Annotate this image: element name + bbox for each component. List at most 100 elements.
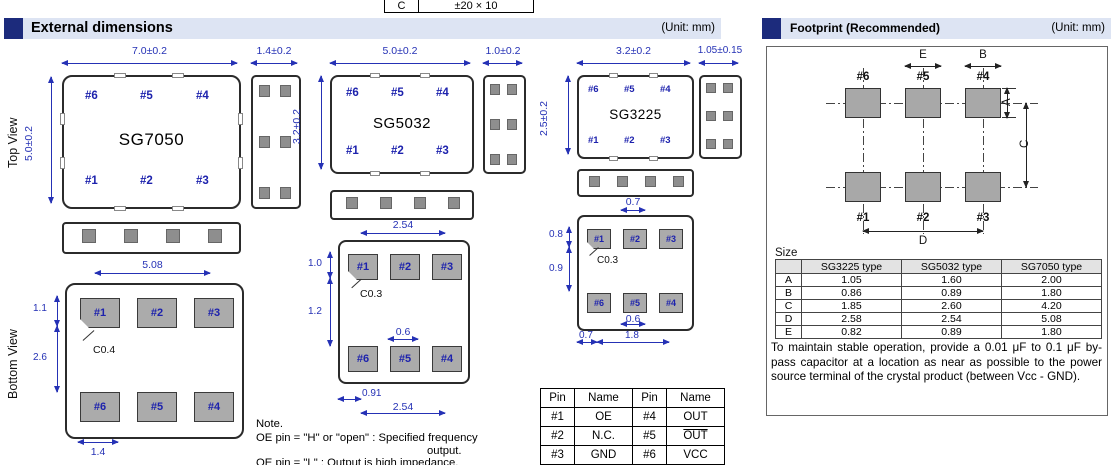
pin-label: #5 (140, 90, 153, 102)
footprint-pad (845, 172, 881, 202)
castellation-pad (706, 111, 716, 121)
castellation-pad (645, 176, 656, 187)
dimension-line (964, 63, 1002, 69)
dimension-line (566, 226, 572, 248)
value-cell: 0.89 (901, 286, 1002, 300)
sg5032-side-dim: 1.0±0.2 (485, 45, 521, 57)
center-line (863, 68, 864, 234)
dimension-line (576, 60, 691, 66)
sg3225-side-view-horizontal (577, 169, 694, 197)
solder-pad: #4 (659, 293, 683, 313)
pin-cell: #5 (632, 426, 667, 446)
table-row: C 1.85 2.60 4.20 (775, 299, 1102, 313)
castellation-pad (259, 136, 270, 148)
solder-pad: #6 (348, 346, 378, 372)
fragment-cell-value: ±20 × 10 (419, 0, 534, 13)
value-cell: 0.86 (801, 286, 902, 300)
footprint-pad (905, 172, 941, 202)
sg7050-top-view: #6 #5 #4 #1 #2 #3 SG7050 (60, 73, 243, 211)
sg7050-height-dim: 5.0±0.2 (23, 126, 35, 161)
unit-label: (Unit: mm) (1051, 22, 1105, 34)
package-name: SG5032 (372, 115, 432, 132)
sg3225-side-view (699, 75, 742, 159)
value-cell: 1.80 (1001, 286, 1102, 300)
castellation-pad (380, 197, 392, 209)
pin-assignment-table: Pin Name Pin Name #1 OE #4 OUT #2 N.C. #… (540, 388, 725, 465)
solder-pad: #2 (390, 254, 420, 280)
dimension-line (596, 339, 670, 345)
bottom-view-label: Bottom View (6, 329, 20, 399)
pin-cell: #4 (632, 407, 667, 427)
castellation-pad (706, 83, 716, 93)
solder-pad: #3 (432, 254, 462, 280)
sg3225-left-edge-dim: 0.7 (579, 330, 593, 341)
sg5032-pitch-dim: 2.54 (392, 219, 414, 231)
solder-pad: #3 (659, 229, 683, 249)
solder-pad: #6 (80, 392, 120, 422)
pin-label: #2 (140, 175, 153, 187)
pin-cell: #1 (540, 407, 575, 427)
sg5032-row-gap-dim: 1.2 (308, 306, 322, 317)
dimension-line (620, 207, 646, 213)
footprint-pad-label: #6 (856, 71, 870, 83)
sg7050-pitch-dim: 5.08 (142, 259, 163, 271)
castellation-pad (208, 229, 222, 243)
dimension-line (94, 270, 211, 276)
dimension-line (329, 60, 471, 66)
section-title-external-dimensions: External dimensions (31, 20, 173, 36)
dimension-line (360, 410, 446, 416)
dimension-line (327, 277, 333, 347)
table-header-row: SG3225 type SG5032 type SG7050 type (775, 259, 1102, 274)
table-row: E 0.82 0.89 1.80 (775, 325, 1102, 339)
castellation-pad (82, 229, 96, 243)
note-line-1: OE pin = "H" or "open" : Specified frequ… (256, 432, 478, 444)
castellation-notch (172, 73, 184, 78)
pin-label: #4 (196, 90, 209, 102)
out-bar-label: OUT (683, 430, 708, 442)
sg5032-side-view-horizontal (330, 190, 474, 220)
pin-label: #2 (391, 145, 404, 157)
pin-label: #4 (436, 87, 449, 99)
note-title: Note. (256, 418, 284, 430)
dimension-line (77, 439, 119, 445)
value-cell: 4.20 (1001, 299, 1102, 313)
castellation-pad (723, 111, 733, 121)
footprint-pad-label: #2 (916, 212, 930, 224)
header-accent-square (762, 18, 781, 39)
pin-label: #3 (196, 175, 209, 187)
name-cell: OUT (666, 407, 725, 427)
package-name: SG7050 (118, 130, 185, 149)
header-cell: SG3225 type (801, 259, 902, 274)
dimension-line (387, 336, 419, 342)
castellation-notch (238, 157, 243, 169)
value-cell: 0.82 (801, 325, 902, 339)
solder-pad: #5 (623, 293, 647, 313)
castellation-notch (649, 73, 658, 78)
castellation-pad (507, 84, 517, 95)
header-cell: Pin (632, 388, 667, 408)
value-cell: 0.89 (901, 325, 1002, 339)
footprint-pad-label: #4 (976, 71, 990, 83)
dimension-line (54, 325, 60, 393)
section-title-footprint: Footprint (Recommended) (790, 21, 940, 35)
sg5032-top-view: #6 #5 #4 #1 #2 #3 SG5032 (330, 73, 474, 176)
castellation-notch (609, 156, 618, 161)
footprint-dim-a: A (1001, 98, 1013, 106)
cropped-spec-table-fragment: C ±20 × 10 (384, 0, 534, 13)
pin-label: #1 (85, 175, 98, 187)
sg3225-height-dim: 2.5±0.2 (538, 101, 550, 136)
dimension-line (1004, 87, 1010, 119)
header-cell: SG7050 type (1001, 259, 1102, 274)
dimension-line (327, 251, 333, 279)
dim-letter-cell: B (775, 286, 802, 300)
header-cell: SG5032 type (901, 259, 1002, 274)
castellation-pad (673, 176, 684, 187)
sg3225-top-pad-dim: 0.7 (625, 196, 641, 208)
footprint-header: Footprint (Recommended) (Unit: mm) (762, 18, 1111, 39)
dimension-line (904, 63, 942, 69)
castellation-pad (448, 197, 460, 209)
note-line-3: OE pin = "L" : Output is high impedance. (256, 457, 459, 465)
table-row: #1 OE #4 OUT (540, 407, 725, 427)
castellation-notch (114, 206, 126, 211)
header-accent-square (4, 18, 23, 39)
